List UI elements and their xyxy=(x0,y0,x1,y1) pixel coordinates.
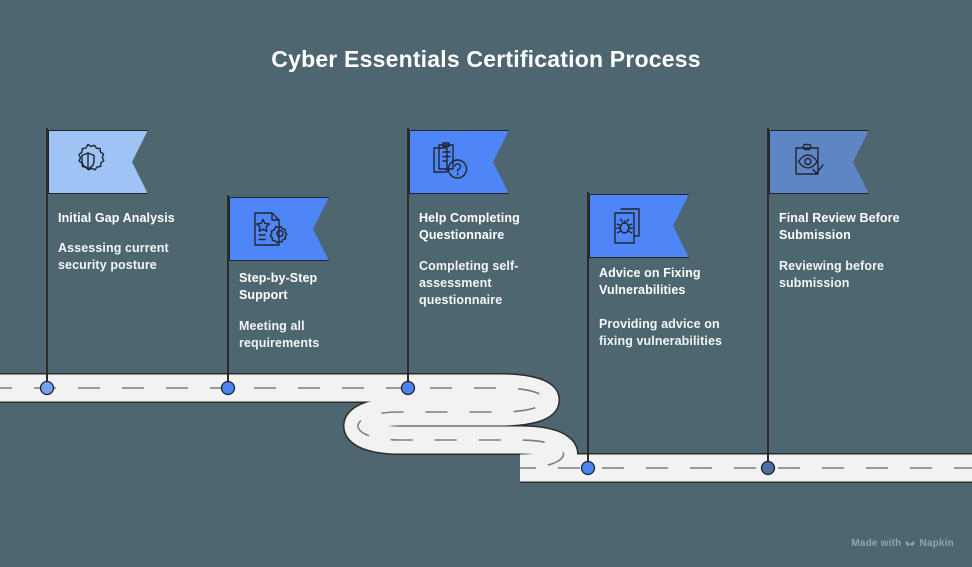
milestone-title: Initial Gap Analysis xyxy=(58,211,175,225)
milestone-pole xyxy=(767,128,769,468)
milestone-title: Final Review Before Submission xyxy=(779,211,900,242)
milestone-description: Providing advice on fixing vulnerabiliti… xyxy=(599,317,723,348)
flag-banner xyxy=(769,130,869,194)
milestone-flag[interactable] xyxy=(48,130,148,194)
milestone-title: Step-by-Step Support xyxy=(239,271,318,302)
milestone-description: Reviewing before submission xyxy=(779,259,885,290)
milestone-flag[interactable] xyxy=(229,197,329,261)
bug-document-icon xyxy=(614,208,640,244)
watermark: Made with Napkin xyxy=(851,538,954,549)
milestone-title: Help Completing Questionnaire xyxy=(419,211,520,242)
clipboard-question-icon xyxy=(433,142,468,179)
milestone-title: Advice on Fixing Vulnerabilities xyxy=(599,266,701,297)
gear-shield-icon xyxy=(78,143,105,171)
milestone-dot-1[interactable] xyxy=(39,380,55,396)
milestone-flag[interactable] xyxy=(769,130,869,194)
milestone-dot-3[interactable] xyxy=(400,380,416,396)
milestone-flag[interactable] xyxy=(409,130,509,194)
road-centre-dashes xyxy=(0,387,972,469)
milestone-pole xyxy=(407,128,409,388)
milestone-pole xyxy=(587,192,589,468)
napkin-butterfly-logo xyxy=(906,540,915,546)
milestone-description: Assessing current security posture xyxy=(58,241,169,272)
flag-banner xyxy=(48,130,148,194)
document-star-gear-icon xyxy=(254,212,288,246)
watermark-brand: Napkin xyxy=(919,538,954,549)
milestone-pole xyxy=(46,128,48,388)
milestone-pole xyxy=(227,195,229,388)
milestone-description: Completing self-assessment questionnaire xyxy=(419,259,519,307)
milestone-dot-5[interactable] xyxy=(760,460,776,476)
page-title: Cyber Essentials Certification Process xyxy=(271,46,701,72)
milestone-flag[interactable] xyxy=(589,194,689,258)
milestone-dot-2[interactable] xyxy=(220,380,236,396)
clipboard-eye-check-icon xyxy=(795,143,824,175)
milestone-description: Meeting all requirements xyxy=(239,319,320,350)
watermark-text: Made with xyxy=(851,538,902,549)
milestone-dot-4[interactable] xyxy=(580,460,596,476)
